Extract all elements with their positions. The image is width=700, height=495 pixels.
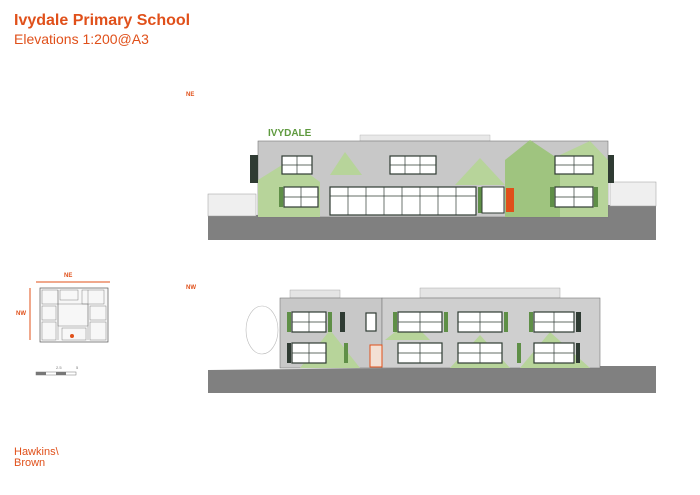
nw-elevation-label: NW [186,285,196,291]
ne-roof-plant [359,134,491,142]
floor-plan [39,287,109,343]
page-subtitle: Elevations 1:200@A3 [14,31,149,47]
scale-label: 2.5 [56,365,62,370]
location-marker [70,334,74,338]
ne-side-column [608,155,614,183]
page-title: Ivydale Primary School [14,12,191,29]
nw-window [365,312,377,332]
building-sign: IVYDALE [268,128,312,139]
company-logo: Hawkins\ Brown [14,447,59,469]
ne-fence-right [609,181,657,207]
ne-window [481,186,505,214]
key-plan [29,281,110,376]
logo-line: Hawkins\ [14,446,59,458]
tree-outline [245,305,279,355]
nw-roof-plant [419,287,561,299]
nw-roof-plant [289,289,341,299]
ne-elevation-label: NE [186,92,195,98]
nw-elevation [208,287,656,393]
ne-green-panel [505,140,560,217]
ne-orange-door [506,188,514,212]
ne-green-panel [330,152,362,175]
ne-fence-left [207,193,257,217]
ne-side-column [250,155,258,183]
ne-green-panel [455,158,505,185]
key-plan-ne-label: NE [64,273,73,279]
ne-elevation: IVYDALE [207,128,657,240]
ne-glazed-entrance [329,186,477,216]
scale-label: 5 [76,365,79,370]
nw-ground [208,366,656,393]
logo-line: Brown [14,457,46,469]
nw-orange-door [369,344,383,368]
key-plan-nw-label: NW [16,311,26,317]
